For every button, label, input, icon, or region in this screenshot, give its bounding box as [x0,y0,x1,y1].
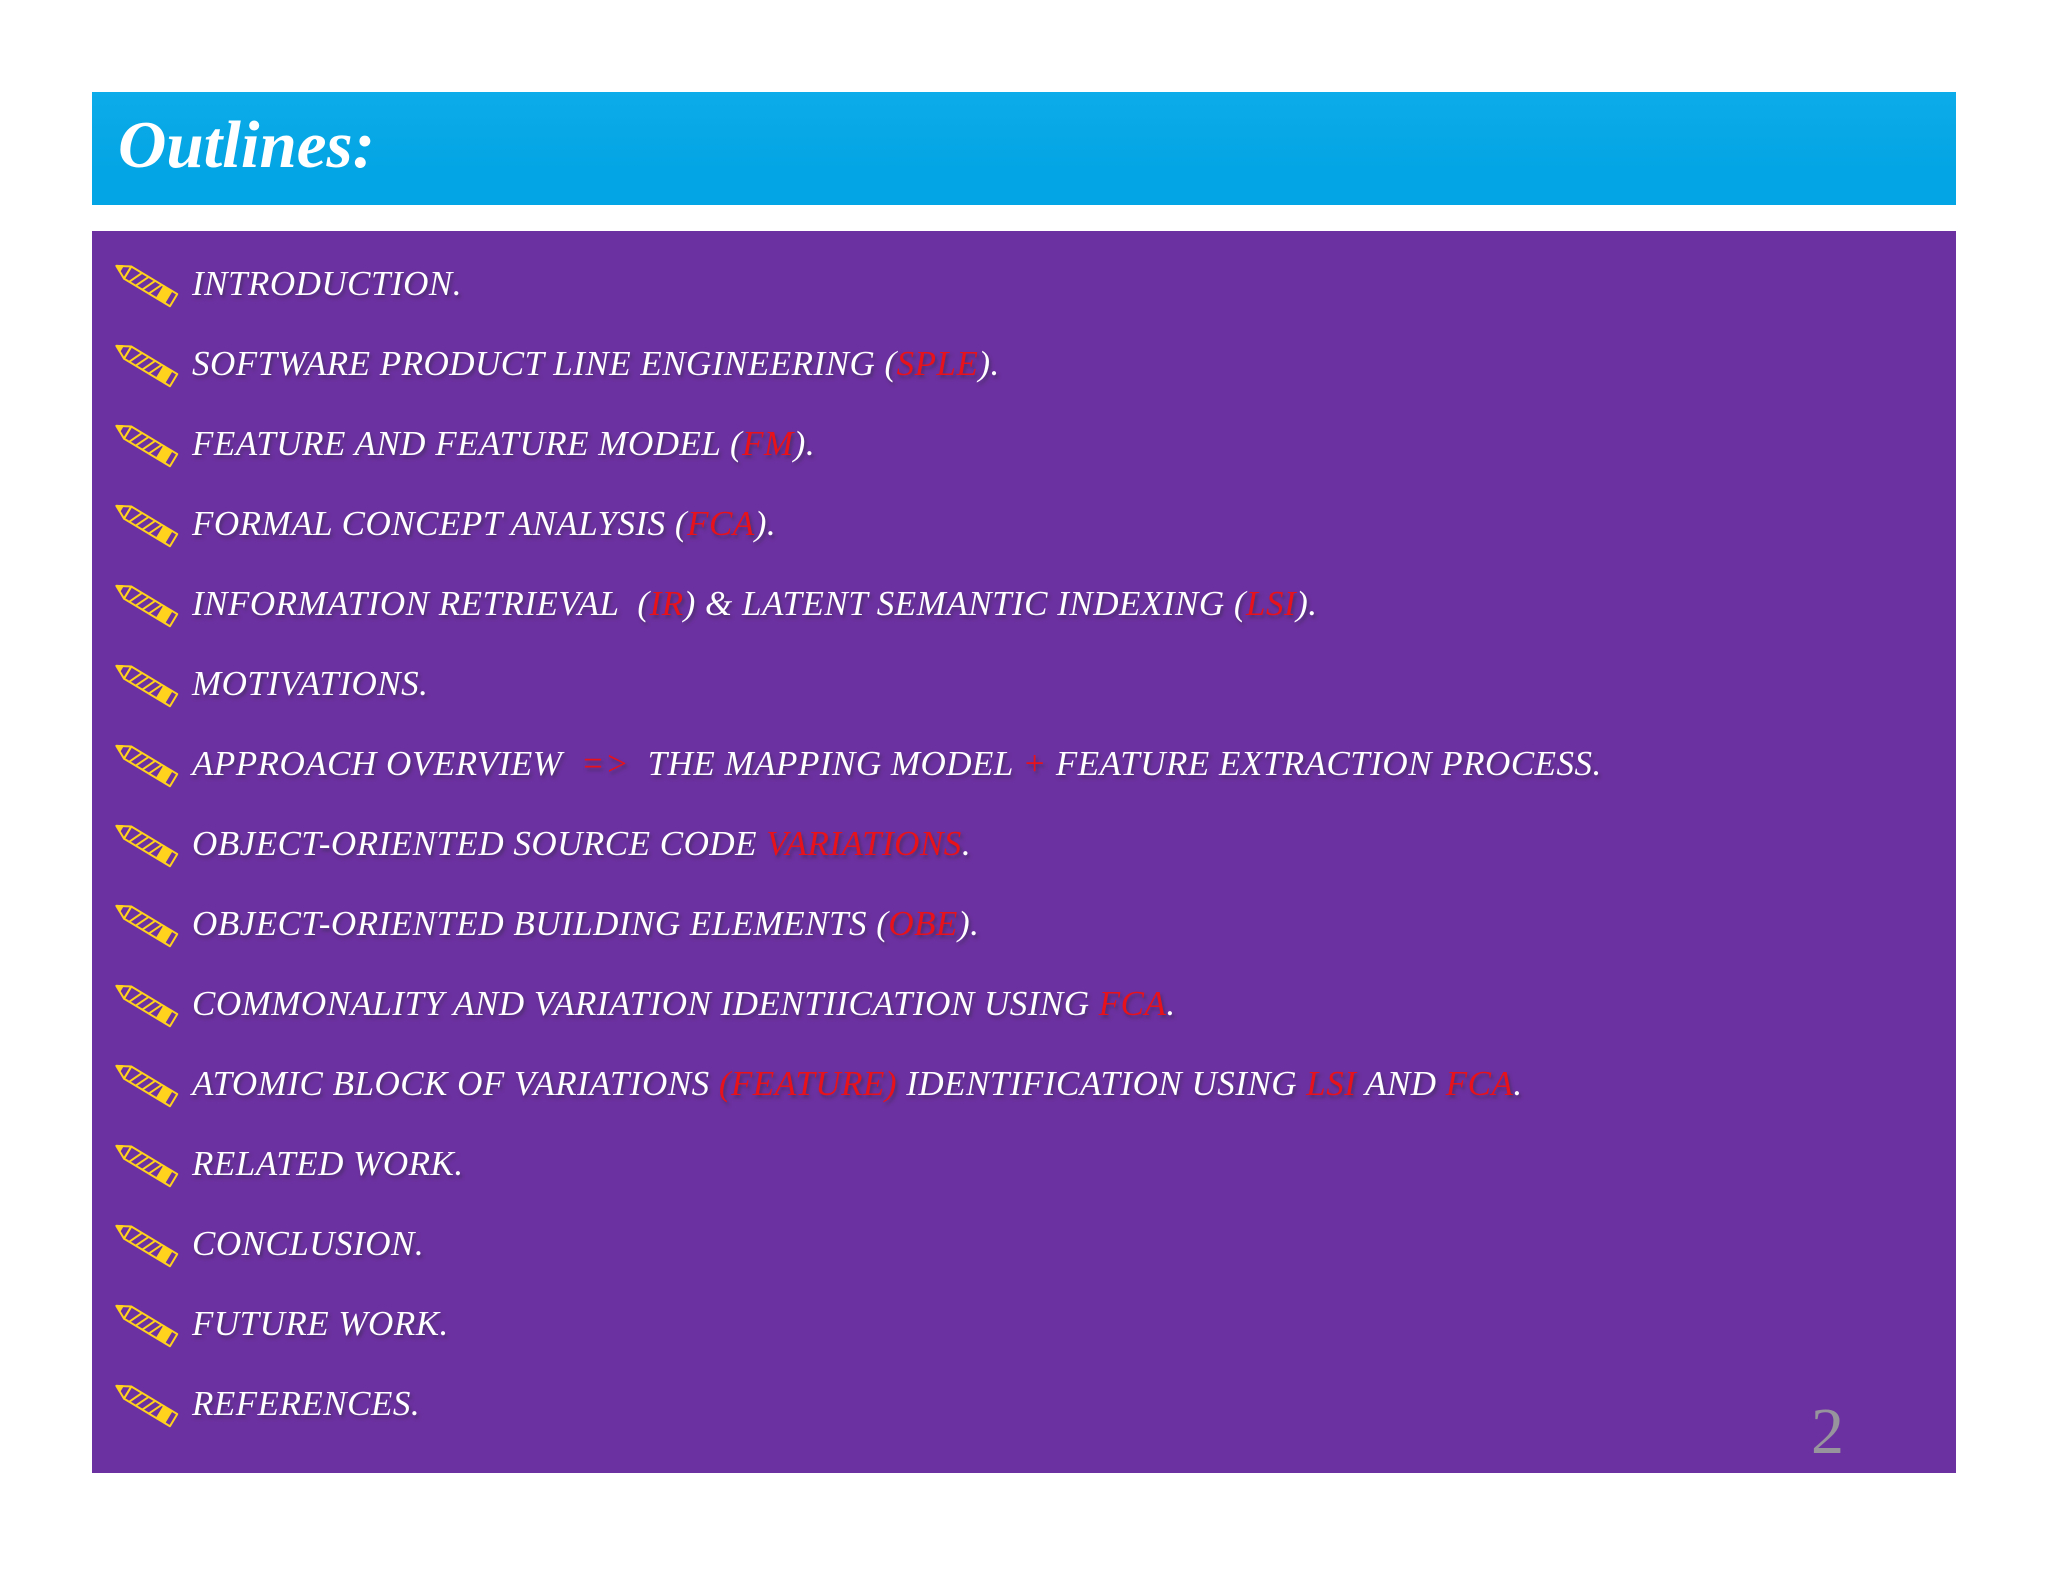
outline-text: . [1166,983,1176,1023]
outline-item: FEATURE AND FEATURE MODEL (FM). [110,403,1956,483]
pencil-icon [110,1135,180,1191]
outline-text: ). [957,903,980,943]
outline-panel: INTRODUCTION. SOFTWARE PRODUCT LINE ENGI… [92,231,1956,1473]
outline-item-text: INTRODUCTION. [192,266,462,301]
outline-text: AND [1356,1063,1446,1103]
outline-item: FUTURE WORK. [110,1283,1956,1363]
outline-text: . [1513,1063,1523,1103]
outline-text: FEATURE AND FEATURE MODEL ( [192,423,743,463]
pencil-icon [110,1375,180,1431]
outline-item-text: FEATURE AND FEATURE MODEL (FM). [192,426,815,461]
outline-item: MOTIVATIONS. [110,643,1956,723]
slide-title: Outlines: [118,108,375,182]
outline-item: OBJECT-ORIENTED SOURCE CODE VARIATIONS. [110,803,1956,883]
outline-item-text: FUTURE WORK. [192,1306,449,1341]
outline-text: COMMONALITY AND VARIATION IDENTIICATION … [192,983,1099,1023]
outline-item: SOFTWARE PRODUCT LINE ENGINEERING (SPLE)… [110,323,1956,403]
outline-item-text: SOFTWARE PRODUCT LINE ENGINEERING (SPLE)… [192,346,1000,381]
outline-text: FORMAL CONCEPT ANALYSIS ( [192,503,688,543]
highlighted-text: IR [649,583,684,623]
outline-item-text: COMMONALITY AND VARIATION IDENTIICATION … [192,986,1176,1021]
outline-text: INFORMATION RETRIEVAL ( [192,583,650,623]
highlighted-text: FCA [1098,983,1167,1023]
outline-text: THE MAPPING MODEL [629,743,1023,783]
highlighted-text: LSI [1306,1063,1357,1103]
outline-item-text: MOTIVATIONS. [192,666,428,701]
outline-item: REFERENCES. [110,1363,1956,1443]
outline-item-text: ATOMIC BLOCK OF VARIATIONS (FEATURE) IDE… [192,1066,1523,1101]
outline-text: RELATED WORK. [192,1143,464,1183]
outline-item-text: REFERENCES. [192,1386,420,1421]
outline-text: FEATURE EXTRACTION PROCESS. [1046,743,1602,783]
outline-text: INTRODUCTION. [192,263,463,303]
outline-text: ATOMIC BLOCK OF VARIATIONS [192,1063,719,1103]
highlighted-text: LSI [1246,583,1297,623]
outline-item: FORMAL CONCEPT ANALYSIS (FCA). [110,483,1956,563]
outline-text: MOTIVATIONS. [192,663,429,703]
pencil-icon [110,495,180,551]
outline-item-text: INFORMATION RETRIEVAL (IR) & LATENT SEMA… [192,586,1318,621]
outline-item: ATOMIC BLOCK OF VARIATIONS (FEATURE) IDE… [110,1043,1956,1123]
pencil-icon [110,1215,180,1271]
pencil-icon [110,335,180,391]
outline-text: ) & LATENT SEMANTIC INDEXING ( [683,583,1246,623]
outline-item-text: OBJECT-ORIENTED BUILDING ELEMENTS (OBE). [192,906,979,941]
highlighted-text: (FEATURE) [718,1063,897,1103]
outline-item: OBJECT-ORIENTED BUILDING ELEMENTS (OBE). [110,883,1956,963]
outline-text: CONCLUSION. [192,1223,425,1263]
outline-item-text: FORMAL CONCEPT ANALYSIS (FCA). [192,506,776,541]
outline-item-text: CONCLUSION. [192,1226,424,1261]
page-number: 2 [1811,1395,1844,1468]
pencil-icon [110,575,180,631]
outline-text: ). [1296,583,1318,623]
outline-item: INFORMATION RETRIEVAL (IR) & LATENT SEMA… [110,563,1956,643]
pencil-icon [110,815,180,871]
outline-text: ). [793,423,816,463]
outline-list: INTRODUCTION. SOFTWARE PRODUCT LINE ENGI… [92,231,1956,1443]
outline-item-text: APPROACH OVERVIEW => THE MAPPING MODEL +… [192,746,1602,781]
pencil-icon [110,1295,180,1351]
outline-text: OBJECT-ORIENTED BUILDING ELEMENTS ( [192,903,889,943]
highlighted-text: => [580,743,630,783]
title-banner: Outlines: [92,92,1956,205]
outline-text: ). [978,343,1000,383]
pencil-icon [110,895,180,951]
pencil-icon [110,975,180,1031]
outline-item: RELATED WORK. [110,1123,1956,1203]
highlighted-text: FM [742,423,794,463]
outline-text: SOFTWARE PRODUCT LINE ENGINEERING ( [192,343,897,383]
highlighted-text: + [1022,743,1047,783]
pencil-icon [110,655,180,711]
pencil-icon [110,255,180,311]
highlighted-text: SPLE [896,343,979,383]
outline-text: . [961,823,972,863]
highlighted-text: FCA [687,503,755,543]
outline-item: INTRODUCTION. [110,243,1956,323]
outline-item-text: RELATED WORK. [192,1146,464,1181]
highlighted-text: VARIATIONS [766,823,962,863]
outline-item: CONCLUSION. [110,1203,1956,1283]
outline-text: ). [754,503,777,543]
pencil-icon [110,415,180,471]
outline-text: REFERENCES. [192,1383,421,1423]
outline-item-text: OBJECT-ORIENTED SOURCE CODE VARIATIONS. [192,826,971,861]
pencil-icon [110,735,180,791]
outline-text: APPROACH OVERVIEW [192,743,581,783]
outline-item: COMMONALITY AND VARIATION IDENTIICATION … [110,963,1956,1043]
outline-text: FUTURE WORK. [192,1303,449,1343]
highlighted-text: FCA [1445,1063,1514,1103]
outline-item: APPROACH OVERVIEW => THE MAPPING MODEL +… [110,723,1956,803]
highlighted-text: OBE [888,903,958,943]
pencil-icon [110,1055,180,1111]
outline-text: OBJECT-ORIENTED SOURCE CODE [192,823,767,863]
outline-text: IDENTIFICATION USING [896,1063,1307,1103]
